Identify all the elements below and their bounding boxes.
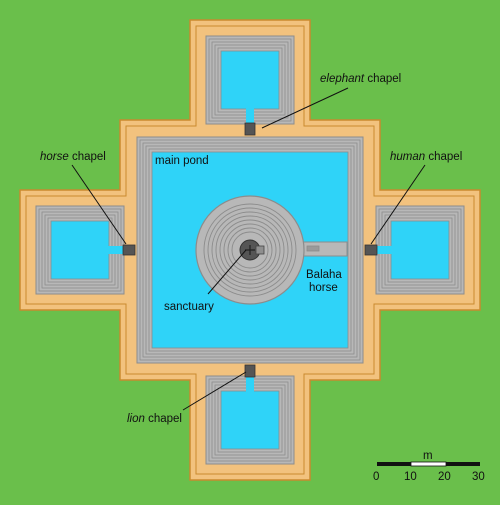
lion-chapel-label: lion chapel [127,413,182,425]
horse-chapel [122,244,136,256]
scale-unit-label: m [423,450,433,462]
island-ring [227,227,273,273]
sanctuary-leader-line [207,249,247,295]
main-pond-label: main pond [155,155,209,167]
sanctuary-entrance [255,245,265,255]
lion-channel [246,372,254,392]
elephant-pond-water [220,50,280,110]
main-pond-step [139,139,361,361]
main-pond-step [142,142,358,358]
elephant-chapel-label: elephant chapel [320,73,401,85]
island-ring [223,223,277,277]
scale-tick-0: 0 [373,471,379,483]
scale-segment-2 [410,461,447,467]
horse-chapel-label: horse chapel [40,151,106,163]
horse-leader-line [71,164,127,245]
lion-chapel [244,364,256,378]
scale-bar: m 0 10 20 30 [373,450,485,483]
elephant-channel [246,108,254,128]
main-pond-step [148,148,352,352]
main-pond-step [145,145,355,355]
balaha-horse-label-line2: horse [309,282,338,294]
island-ring [215,215,285,285]
lion-pond-water [220,390,280,450]
scale-segment-1 [377,462,411,466]
sanctuary-cross-icon [245,245,255,255]
balaha-horse-label-line1: Balaha [306,269,342,281]
island-ring [219,219,281,281]
human-channel [372,246,392,254]
leader-lines [71,87,426,411]
island-ring [203,203,297,297]
human-chapel [364,244,378,256]
island-ring [231,231,269,269]
lion-leader-line [182,371,247,411]
scale-tick-10: 10 [404,471,417,483]
human-leader-line [370,164,426,245]
balaha-horse-statue [306,245,320,252]
horse-channel [108,246,128,254]
human-pond-water [390,220,450,280]
horse-pond-water [50,220,110,280]
sanctuary-label: sanctuary [164,301,214,313]
elephant-leader-line [261,87,349,129]
scale-tick-20: 20 [438,471,451,483]
island-ring [207,207,293,293]
elephant-chapel [244,122,256,136]
scale-segment-3 [446,462,480,466]
scale-tick-30: 30 [472,471,485,483]
island-ring [211,211,289,289]
human-chapel-label: human chapel [390,151,462,163]
